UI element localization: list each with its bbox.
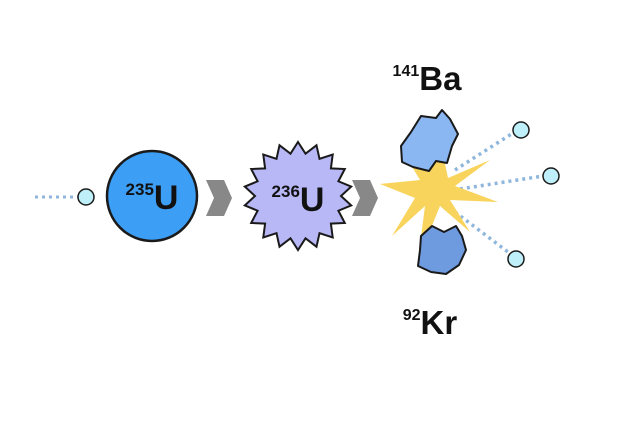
krypton-92-fragment: [417, 225, 467, 275]
barium-141-fragment: [400, 109, 459, 172]
emitted-neutron-trail: [459, 174, 544, 191]
emitted-neutron-icon: [542, 167, 560, 185]
uranium-235-nucleus: [105, 149, 199, 243]
uranium-236-nucleus: [242, 140, 354, 252]
arrow-icon: [206, 180, 232, 216]
emitted-neutron-icon: [507, 250, 525, 268]
barium-141-label: 141Ba: [393, 60, 463, 97]
uranium-236-label: 236U: [272, 181, 325, 219]
incoming-neutron-icon: [77, 188, 95, 206]
uranium-235-label: 235U: [126, 179, 179, 217]
arrow-icon: [352, 180, 378, 216]
emitted-neutron-trail: [454, 131, 514, 172]
emitted-neutron-icon: [512, 121, 530, 139]
krypton-92-label: 92Kr: [403, 304, 458, 341]
burst-icon: [380, 140, 498, 260]
